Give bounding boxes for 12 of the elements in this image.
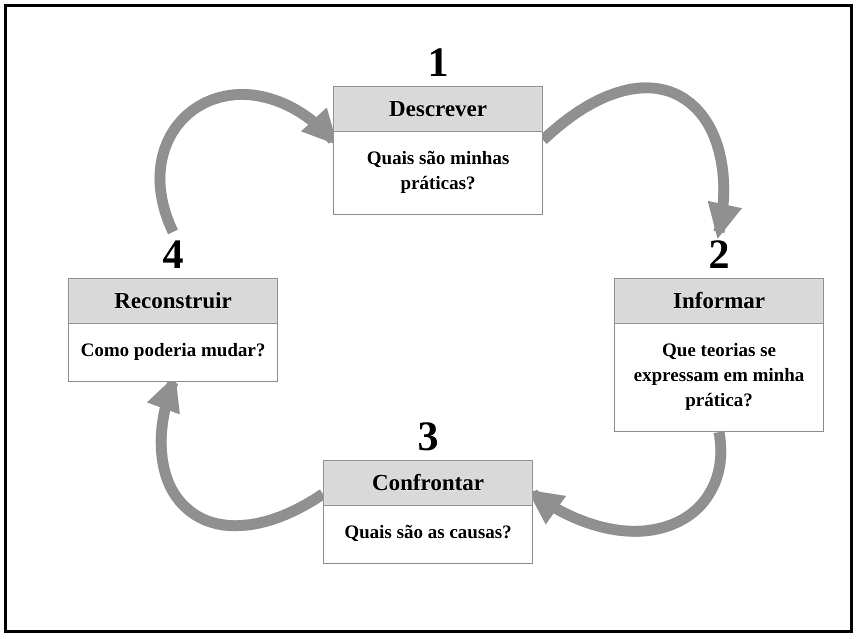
step-heading: Descrever (334, 87, 542, 132)
step-heading: Reconstruir (69, 279, 277, 324)
step-question: Quais são minhas práticas? (366, 147, 510, 196)
step-question: Que teorias se expressam em minha prática? (632, 339, 806, 413)
step-heading: Informar (615, 279, 823, 324)
step-number: 4 (162, 232, 184, 278)
step-number: 3 (416, 414, 440, 460)
step-number: 2 (708, 232, 730, 278)
step-number: 1 (426, 40, 450, 86)
step-heading: Confrontar (324, 461, 532, 506)
step-question: Como poderia mudar? (80, 339, 266, 363)
step-question: Quais são as causas? (343, 521, 513, 545)
